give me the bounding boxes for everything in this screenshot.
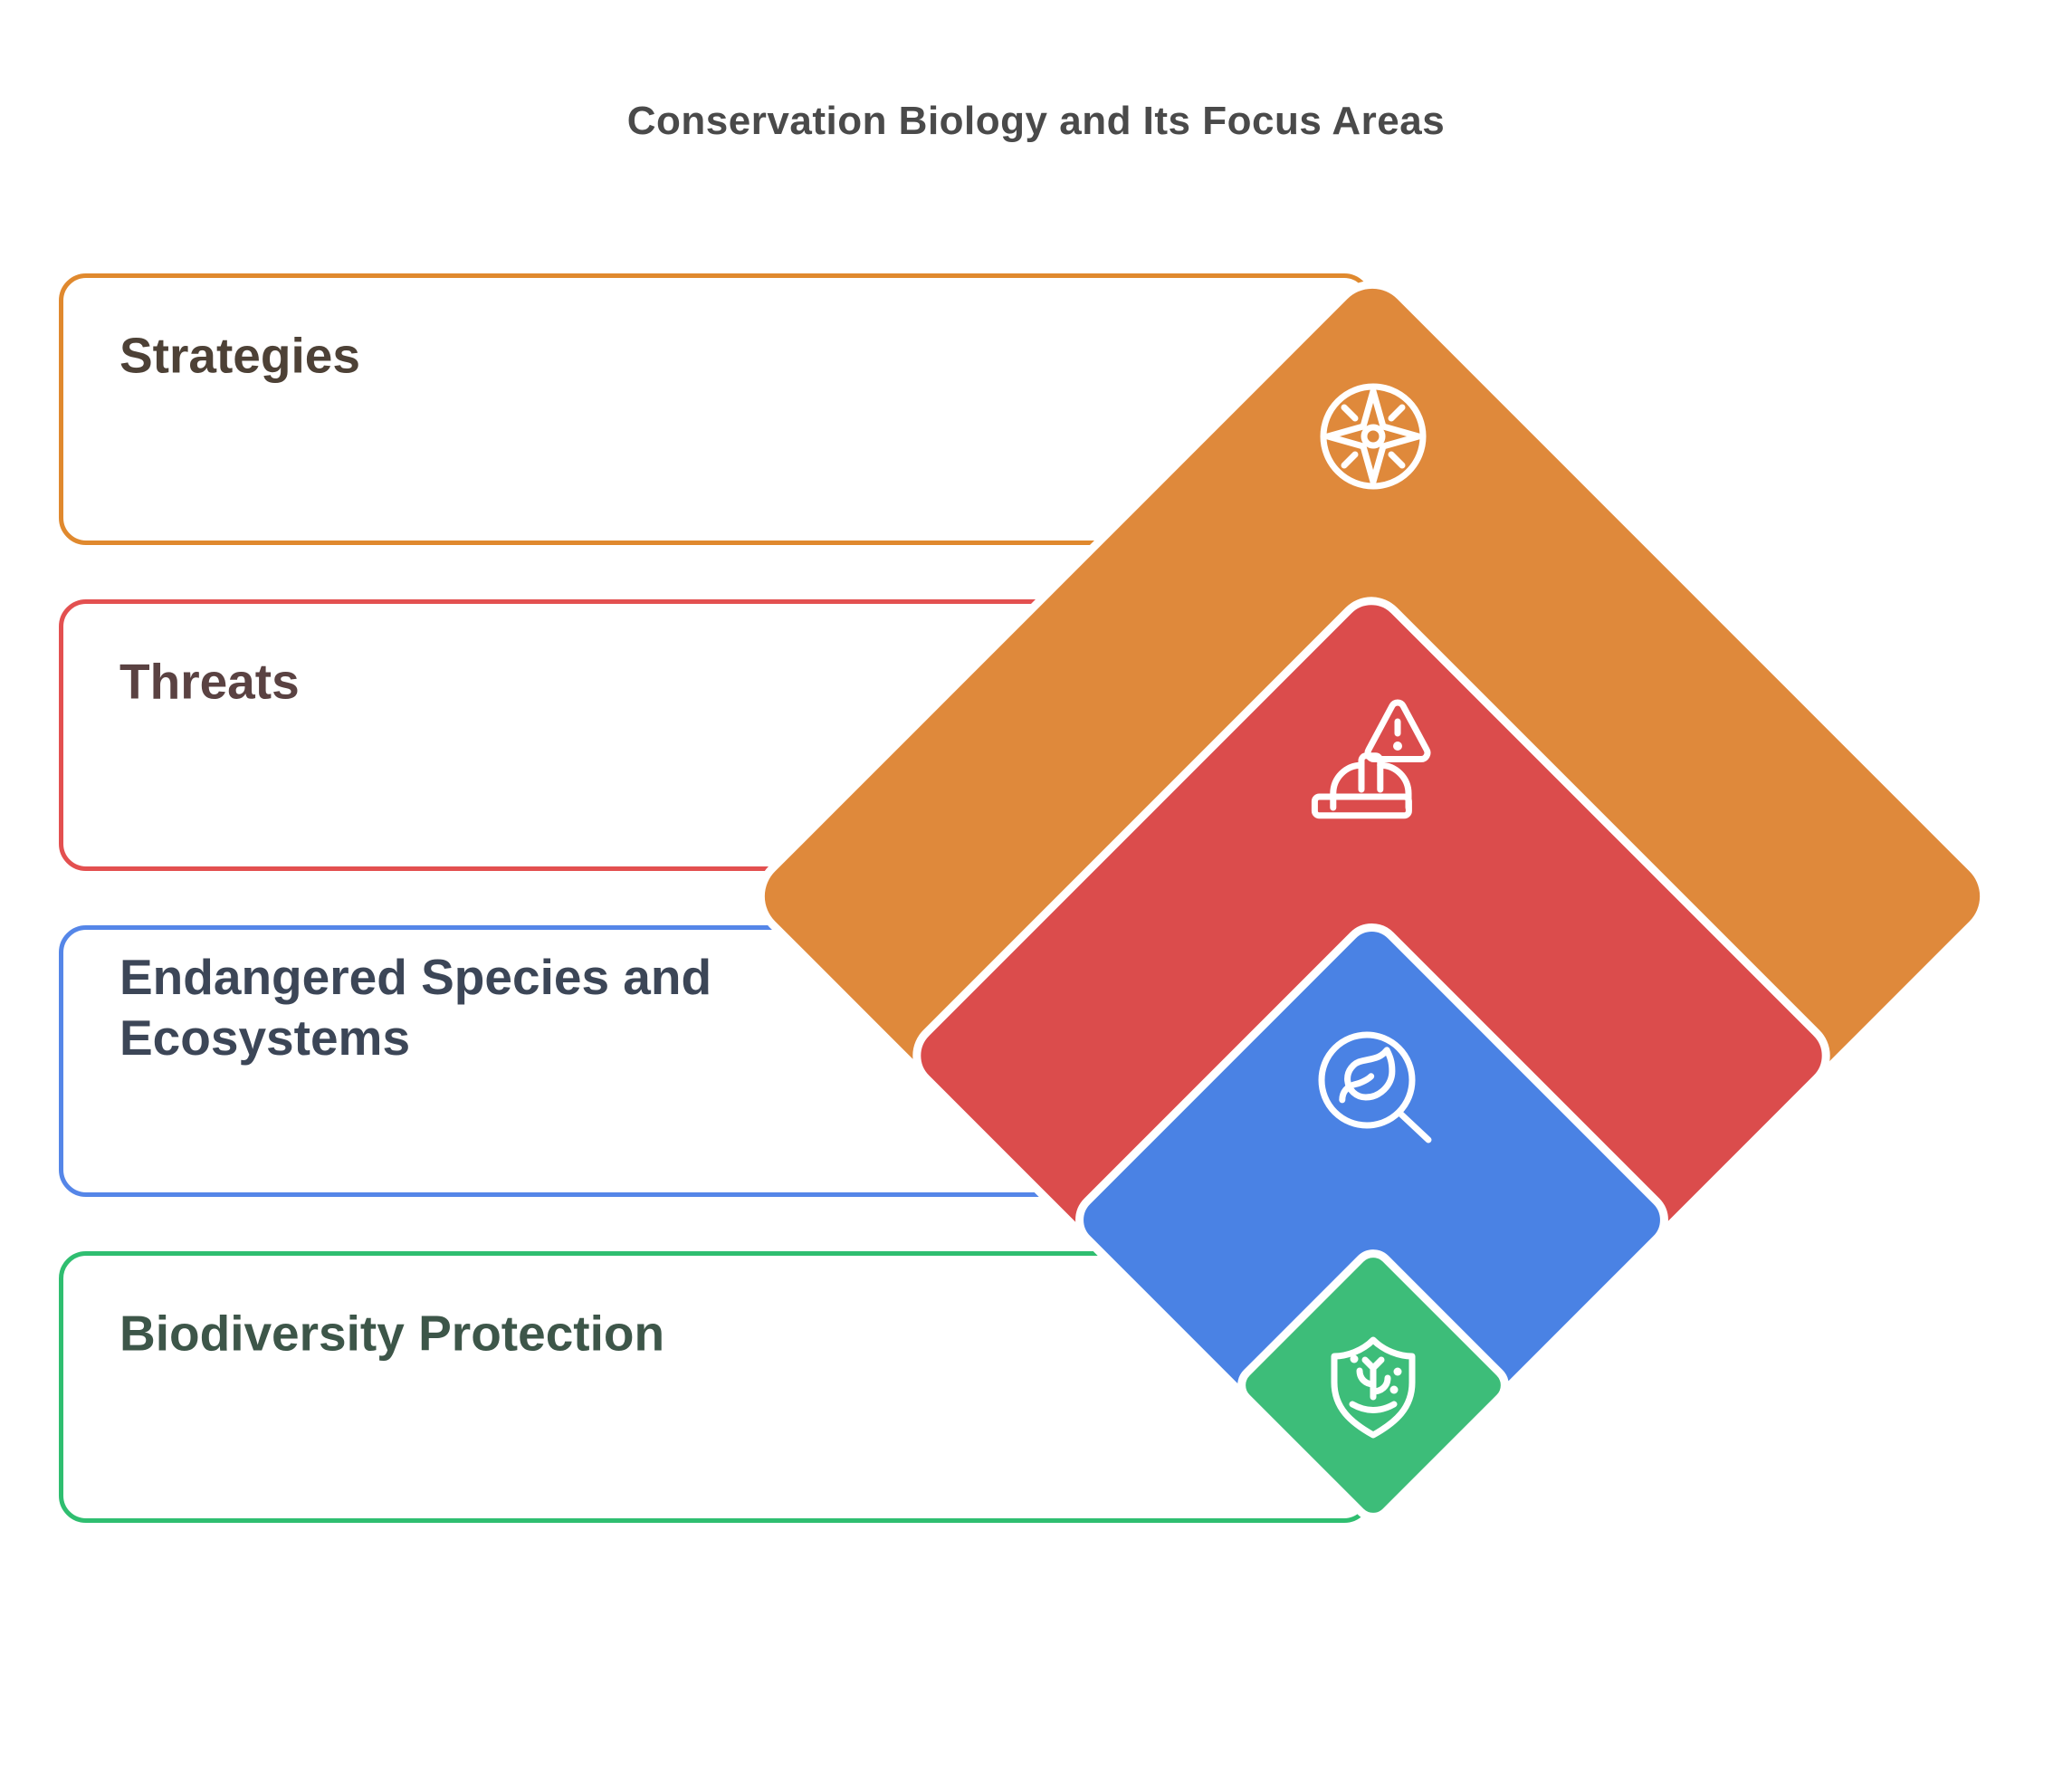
page-title: Conservation Biology and Its Focus Areas bbox=[626, 99, 1446, 143]
shield-plant-icon bbox=[1314, 1328, 1432, 1446]
card-endangered-species-label: Endangered Species and Ecosystems bbox=[119, 949, 712, 1066]
card-strategies: Strategies bbox=[59, 273, 1371, 545]
hard-hat-warning-icon bbox=[1302, 690, 1437, 826]
card-biodiversity-label: Biodiversity Protection bbox=[119, 1305, 665, 1362]
card-strategies-label: Strategies bbox=[119, 327, 360, 384]
card-threats-label: Threats bbox=[119, 653, 300, 710]
leaf-search-icon bbox=[1308, 1021, 1435, 1148]
compass-icon bbox=[1314, 378, 1432, 495]
